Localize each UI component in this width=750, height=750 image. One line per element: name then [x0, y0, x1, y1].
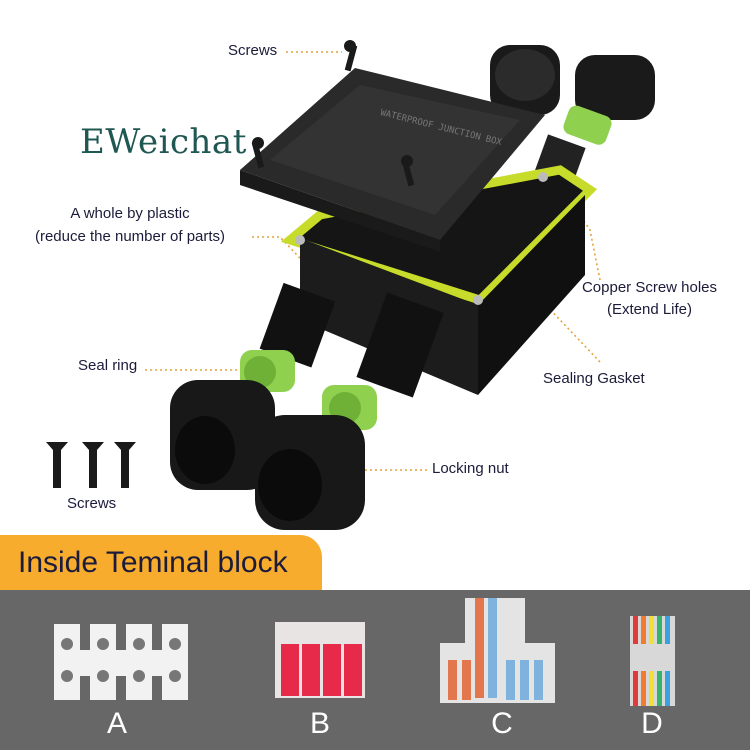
top-screws: [251, 40, 415, 187]
copper-screw-hole: [295, 235, 305, 245]
loose-screws: [46, 442, 136, 488]
callout-plastic-line1: A whole by plastic: [70, 205, 190, 222]
orange-blue-splitter-connector-icon: [440, 598, 555, 703]
rainbow-lever-connector-icon: [630, 616, 675, 706]
cable-gland-front-left: [170, 282, 336, 490]
callout-screws-bottom: Screws: [67, 495, 117, 512]
cable-gland-back-right: [534, 55, 655, 186]
copper-screw-hole: [473, 295, 483, 305]
section-title: Inside Teminal block: [18, 546, 288, 579]
sealing-gasket: [280, 165, 598, 306]
callout-sealing-gasket: Sealing Gasket: [543, 370, 645, 387]
callout-screws-top: Screws: [228, 42, 278, 59]
terminal-block-options: A B C D: [0, 590, 750, 750]
callout-seal-ring: Seal ring: [78, 357, 138, 374]
ceramic-screw-terminal-icon: [54, 624, 188, 700]
option-label-d: D: [641, 707, 663, 740]
option-label-c: C: [491, 707, 513, 740]
copper-screw-hole: [538, 172, 548, 182]
cable-gland-front-right: [255, 292, 444, 530]
junction-box-lid: WATERPROOF JUNCTION BOX: [240, 68, 545, 252]
section-title-tab: Inside Teminal block: [0, 535, 322, 591]
option-label-b: B: [309, 707, 330, 740]
brand-logo: EWeichat: [80, 122, 247, 162]
red-lever-connector-icon: [275, 622, 365, 698]
callout-copper-line1: Copper Screw holes: [581, 279, 718, 296]
callout-copper-line2: (Extend Life): [606, 301, 693, 318]
junction-box-product-image: WATERPROOF JUNCTION BOX: [46, 40, 655, 530]
cable-gland-back-left: [490, 45, 560, 115]
callout-plastic-line2: (reduce the number of parts): [34, 228, 226, 245]
option-label-a: A: [106, 707, 127, 740]
callout-locking-nut: Locking nut: [432, 460, 509, 477]
